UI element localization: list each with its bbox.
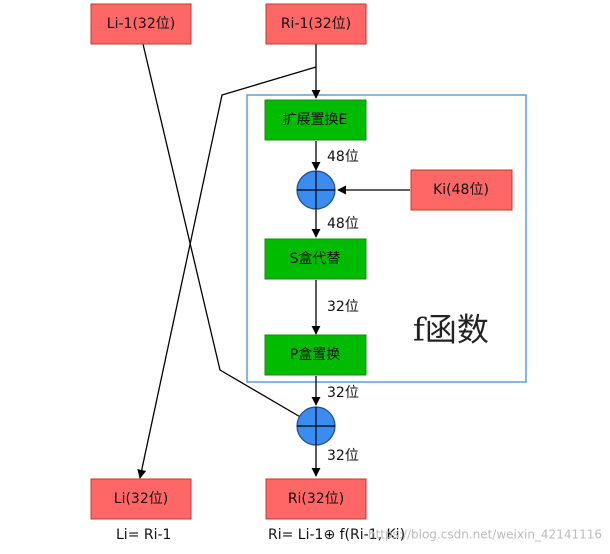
bits-after-sbox: 32位 [327, 299, 359, 315]
l-prev-box: Li-1(32位) [90, 3, 192, 45]
right-formula: Ri= Li-1⊕ f(Ri-1, Ki) [268, 527, 405, 543]
l-to-r-crossing-arrow [142, 43, 315, 426]
f-function-frame [246, 94, 527, 383]
l-prev-label: Li-1(32位) [107, 16, 175, 32]
bits-after-key-xor: 48位 [327, 216, 359, 232]
bits-after-pbox: 32位 [327, 385, 359, 401]
bits-after-final-xor: 32位 [327, 448, 359, 464]
watermark-text: https://blog.csdn.net/weixin_42141116 [368, 528, 602, 542]
l-next-box: Li(32位) [90, 478, 192, 520]
sbox-label: S盒代替 [290, 250, 341, 267]
key-label: Ki(48位) [433, 182, 489, 198]
f-function-title: f函数 [413, 311, 489, 349]
l-next-label: Li(32位) [114, 491, 168, 507]
xor-key-circle-icon [296, 170, 336, 210]
left-formula: Li= Ri-1 [116, 527, 171, 543]
r-next-label: Ri(32位) [288, 491, 344, 507]
pbox-label: P盒置换 [290, 346, 340, 363]
r-prev-label: Ri-1(32位) [281, 16, 351, 32]
xor-left-circle-icon [296, 406, 336, 446]
expansion-box: 扩展置换E [264, 99, 367, 141]
pbox-box: P盒置换 [264, 334, 367, 376]
sbox-box: S盒代替 [264, 238, 367, 280]
r-next-box: Ri(32位) [265, 478, 367, 520]
bits-after-expansion: 48位 [327, 149, 359, 165]
r-prev-box: Ri-1(32位) [265, 3, 367, 45]
expansion-label: 扩展置换E [283, 111, 348, 128]
r-to-l-crossing-arrow [137, 66, 317, 479]
key-box: Ki(48位) [410, 169, 513, 211]
